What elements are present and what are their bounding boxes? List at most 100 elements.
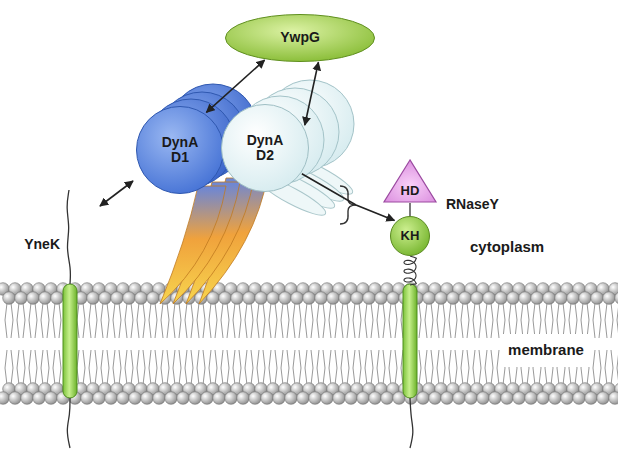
- lipid-tail: [5, 303, 7, 338]
- lipid-tail: [269, 303, 271, 338]
- lipid-head: [93, 392, 106, 405]
- lipid-tail: [197, 350, 199, 385]
- domain-triangle: HD: [383, 159, 437, 203]
- lipid-head: [303, 292, 316, 305]
- lipid-head: [39, 292, 52, 305]
- lipid-tail: [515, 303, 517, 338]
- lipid-tail: [359, 303, 361, 338]
- lipid-head: [417, 392, 430, 405]
- lipid-tail: [329, 350, 331, 385]
- lipid-head: [51, 292, 64, 305]
- lipid-head: [429, 392, 442, 405]
- text-holder: HD: [383, 159, 437, 203]
- lipid-tail: [365, 350, 367, 385]
- lipid-tail: [299, 350, 301, 385]
- lipid-tail: [251, 303, 253, 338]
- lipid-tail: [323, 350, 325, 385]
- lipid-head: [375, 292, 388, 305]
- lipid-head: [585, 392, 598, 405]
- lipid-tail: [467, 303, 469, 338]
- lipid-head: [225, 392, 238, 405]
- lipid-head: [501, 392, 514, 405]
- lipid-tail: [509, 303, 511, 338]
- text-holder: KH: [390, 216, 430, 256]
- lipid-tail: [311, 303, 313, 338]
- lipid-head: [423, 292, 436, 305]
- lipid-tail: [197, 303, 199, 338]
- lipid-tail: [5, 350, 7, 385]
- lipid-tail: [305, 303, 307, 338]
- lipid-tail: [245, 303, 247, 338]
- lipid-tail: [239, 350, 241, 385]
- lipid-tail: [101, 350, 103, 385]
- lipid-tail: [575, 303, 577, 338]
- lipid-tail: [329, 303, 331, 338]
- label-box: membrane: [500, 334, 592, 367]
- lipid-tail: [539, 303, 541, 338]
- lipid-tail: [491, 303, 493, 338]
- text-holder: DynA D2: [221, 104, 309, 192]
- lipid-tail: [353, 350, 355, 385]
- lipid-tail: [107, 303, 109, 338]
- node-label: HD: [401, 184, 420, 198]
- lipid-tail: [383, 303, 385, 338]
- lipid-head: [495, 292, 508, 305]
- lipid-tail: [557, 303, 559, 338]
- lipid-head: [381, 392, 394, 405]
- node-label: DynA D1: [155, 135, 205, 166]
- lipid-head: [615, 292, 618, 305]
- lipid-tail: [581, 303, 583, 338]
- lipid-head: [549, 392, 562, 405]
- lipid-tail: [275, 303, 277, 338]
- lipid-tail: [605, 350, 607, 385]
- shape-fill: [226, 15, 375, 62]
- lipid-tail: [455, 303, 457, 338]
- transmembrane-helix: [63, 284, 77, 398]
- lipid-tail: [263, 303, 265, 338]
- domain-circle: DynA D1: [136, 106, 224, 194]
- lipid-tail: [611, 303, 613, 338]
- lipid-tail: [119, 303, 121, 338]
- lipid-head: [249, 392, 262, 405]
- shape-fill: [222, 105, 309, 192]
- lipid-tail: [293, 350, 295, 385]
- lipid-head: [279, 292, 292, 305]
- lipid-tail: [125, 350, 127, 385]
- lipid-tail: [155, 303, 157, 338]
- lipid-tail: [143, 350, 145, 385]
- lipid-tail: [167, 350, 169, 385]
- lipid-tail: [305, 350, 307, 385]
- shape-fill: [500, 334, 592, 367]
- lipid-tail: [569, 303, 571, 338]
- lipid-tail: [131, 350, 133, 385]
- lipid-tail: [47, 350, 49, 385]
- lipid-tail: [359, 350, 361, 385]
- lipid-tail: [227, 303, 229, 338]
- lipid-tail: [317, 350, 319, 385]
- lipid-tail: [29, 303, 31, 338]
- lipid-tail: [17, 350, 19, 385]
- protein-tail: [410, 398, 413, 448]
- lipid-tail: [95, 350, 97, 385]
- node-label: membrane: [508, 342, 584, 359]
- lipid-tail: [119, 350, 121, 385]
- lipid-tail: [35, 303, 37, 338]
- lipid-head: [345, 392, 358, 405]
- lipid-tail: [389, 303, 391, 338]
- lipid-tail: [299, 303, 301, 338]
- lipid-tail: [113, 303, 115, 338]
- lipid-tail: [395, 350, 397, 385]
- lipid-tail: [173, 350, 175, 385]
- lipid-tail: [89, 303, 91, 338]
- lipid-tail: [113, 350, 115, 385]
- lipid-tail: [431, 303, 433, 338]
- lipid-tail: [209, 303, 211, 338]
- lipid-tail: [449, 350, 451, 385]
- lipid-tail: [485, 350, 487, 385]
- lipid-head: [321, 392, 334, 405]
- lipid-tail: [611, 350, 613, 385]
- lipid-tail: [455, 350, 457, 385]
- lipid-tail: [149, 350, 151, 385]
- interaction-arrow: [305, 62, 319, 125]
